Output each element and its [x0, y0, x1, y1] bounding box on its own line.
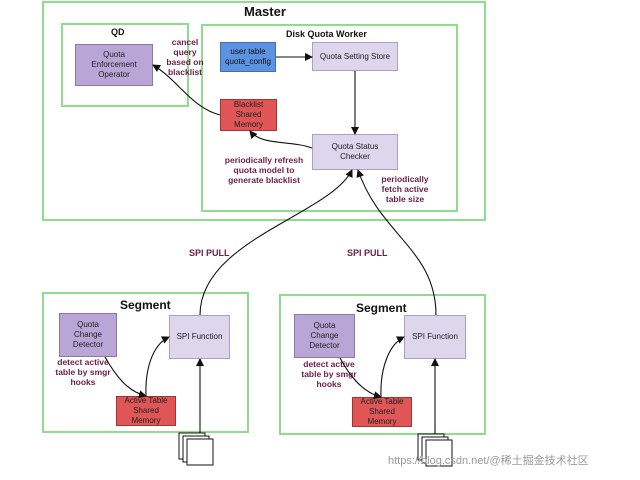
left-spi-pull-arrow	[199, 169, 353, 316]
segment-left-data-files-icon	[178, 432, 214, 466]
right-detector-to-active-table-arrow	[339, 357, 382, 400]
segment-left-title: Segment	[120, 298, 171, 312]
left-active-table-to-spi-arrow	[145, 336, 170, 397]
cancel-query-note: cancel query based on blacklist	[166, 37, 204, 77]
segment-left-frame	[42, 292, 249, 433]
status-checker-to-blacklist-arrow	[249, 130, 313, 149]
segment-right-data-files-icon	[417, 433, 453, 467]
segment-right-active-table-box: Active Table Shared Memory	[352, 397, 412, 427]
master-title: Master	[244, 4, 286, 19]
segment-right-detect-note: detect active table by smgr hooks	[301, 359, 357, 389]
segment-right-frame	[279, 294, 486, 435]
spi-pull-left-label: SPI PULL	[189, 248, 230, 258]
refresh-quota-note: periodically refresh quota model to gene…	[224, 155, 304, 185]
left-detector-to-active-table-arrow	[104, 356, 147, 399]
segment-right-change-detector-box: Quota Change Detector	[294, 314, 355, 358]
segment-left-active-table-box: Active Table Shared Memory	[116, 396, 176, 426]
user-table-box: user table quota_config	[220, 42, 276, 72]
segment-left-change-detector-box: Quota Change Detector	[59, 313, 117, 357]
fetch-active-table-note: periodically fetch active table size	[381, 174, 429, 204]
qd-frame	[61, 23, 189, 107]
segment-left-detect-note: detect active table by smgr hooks	[55, 357, 111, 387]
spi-pull-right-label: SPI PULL	[347, 248, 388, 258]
blacklist-to-enforcement-arrow	[152, 64, 221, 116]
segment-right-title: Segment	[356, 301, 407, 315]
segment-left-spi-function-box: SPI Function	[169, 315, 230, 359]
watermark-text: https://blog.csdn.net/@稀土掘金技术社区	[388, 455, 589, 467]
blacklist-shared-memory-box: Blacklist Shared Memory	[220, 99, 277, 131]
master-frame	[42, 1, 486, 221]
worker-frame	[201, 24, 458, 212]
quota-enforcement-operator-box: Quota Enforcement Operator	[75, 44, 153, 86]
worker-title: Disk Quota Worker	[286, 29, 367, 39]
qd-title: QD	[111, 27, 125, 37]
right-active-table-to-spi-arrow	[380, 336, 405, 398]
quota-status-checker-box: Quota Status Checker	[312, 134, 398, 170]
right-spi-pull-arrow	[356, 169, 437, 316]
quota-setting-store-box: Quota Setting Store	[312, 42, 398, 71]
